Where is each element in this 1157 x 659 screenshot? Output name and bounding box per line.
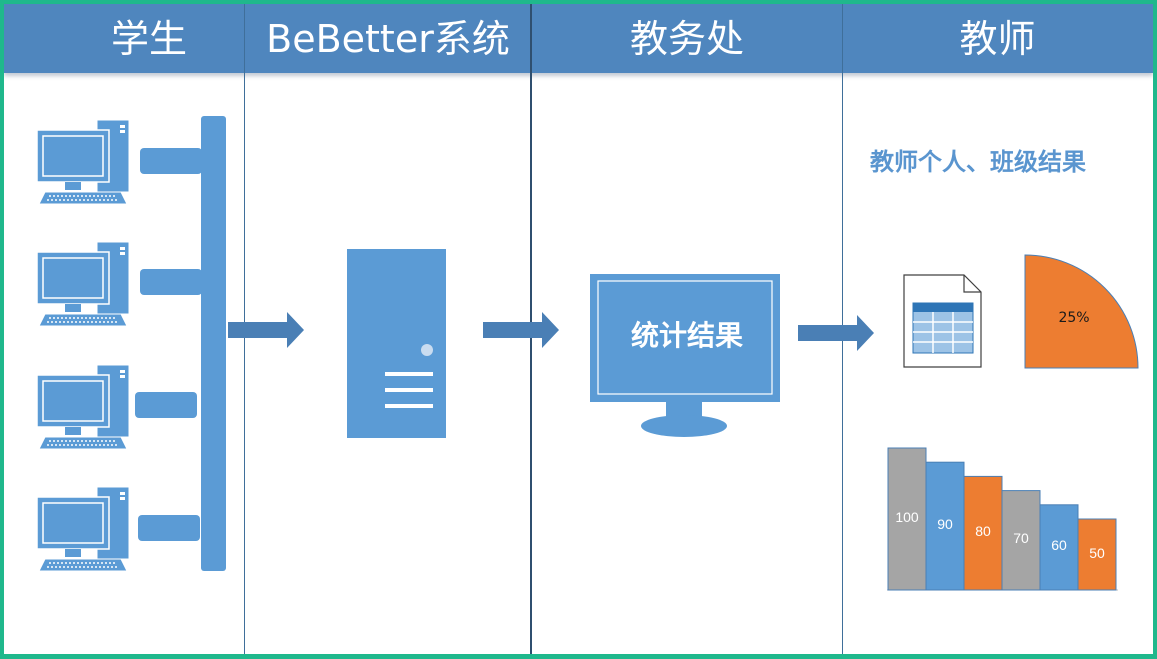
computer-icon xyxy=(36,241,130,327)
arrow-right-icon xyxy=(483,312,559,348)
connector xyxy=(138,515,200,541)
bar xyxy=(925,461,965,591)
bar-value-label: 50 xyxy=(1089,544,1105,561)
header-office: 教务处 xyxy=(629,17,744,61)
connector xyxy=(135,392,197,418)
network-bus xyxy=(201,116,226,571)
monitor-label: 统计结果 xyxy=(630,319,743,352)
server-icon xyxy=(347,249,446,438)
pie-label: 25% xyxy=(1058,310,1090,326)
arrow-right-icon xyxy=(228,312,304,348)
arrow-right-icon xyxy=(798,315,874,351)
header-student: 学生 xyxy=(110,17,187,61)
bar-value-label: 70 xyxy=(1013,530,1029,547)
bar xyxy=(887,447,927,591)
bar-value-label: 60 xyxy=(1051,537,1067,554)
computer-icon xyxy=(36,364,130,450)
bar-value-label: 90 xyxy=(937,516,953,533)
diagram-frame: 学生 BeBetter系统 教务处 教师 xyxy=(4,4,1153,654)
header-system: BeBetter系统 xyxy=(266,17,510,61)
diagram-canvas xyxy=(36,116,1139,591)
pie-slice xyxy=(1024,254,1139,369)
bar-value-label: 80 xyxy=(975,523,991,540)
computer-icon xyxy=(36,119,130,205)
bar xyxy=(1001,490,1041,591)
bar-chart xyxy=(887,447,1118,591)
header-bar: 学生 BeBetter系统 教务处 教师 xyxy=(4,4,1153,73)
connector xyxy=(140,148,202,174)
bar-value-label: 100 xyxy=(895,509,919,525)
spreadsheet-icon xyxy=(903,274,982,368)
teacher-panel-title: 教师个人、班级结果 xyxy=(870,148,1086,176)
bar xyxy=(963,475,1003,591)
header-teacher: 教师 xyxy=(959,17,1036,61)
computer-icon xyxy=(36,486,130,572)
bar xyxy=(1077,518,1117,591)
monitor-icon xyxy=(590,274,780,437)
connector xyxy=(140,269,202,295)
